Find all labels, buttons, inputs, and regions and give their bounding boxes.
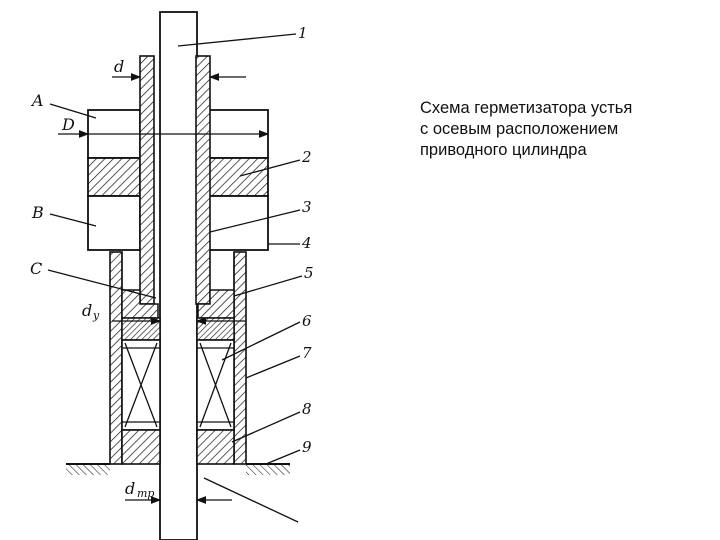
number-5: 5 — [304, 264, 314, 282]
label-B: B — [31, 203, 44, 222]
housing-wall-right — [233, 251, 247, 465]
label-A: A — [30, 91, 44, 110]
caption-line-3: приводного цилиндра — [420, 141, 587, 159]
bottom-bushing-right — [196, 429, 235, 465]
label-d: d — [114, 57, 124, 76]
packing-left — [121, 339, 161, 431]
label-dtr: d — [125, 479, 135, 498]
number-9: 9 — [302, 438, 312, 456]
bottom-bushing-left — [121, 429, 161, 465]
number-6: 6 — [302, 312, 312, 330]
number-2: 2 — [301, 148, 312, 166]
number-3: 3 — [302, 198, 312, 216]
lower-chamber-right — [207, 195, 269, 251]
sleeve-left — [139, 55, 155, 305]
housing-wall-left — [109, 251, 123, 465]
piston-right — [207, 157, 269, 197]
piston-left — [87, 157, 141, 197]
label-dy-sub: у — [92, 309, 100, 322]
number-1: 1 — [298, 24, 308, 42]
caption-line-1: Схема герметизатора устья — [420, 99, 633, 117]
number-8: 8 — [302, 400, 312, 418]
label-D: D — [61, 115, 75, 134]
center-rod — [159, 11, 198, 540]
label-C: C — [30, 259, 42, 278]
caption-line-2: с осевым расположением — [420, 120, 619, 138]
sleeve-right — [195, 55, 211, 305]
packing-right — [196, 339, 235, 431]
label-dtr-sub: тр — [137, 487, 154, 500]
label-dy: d — [82, 301, 92, 320]
diagram-caption: Схема герметизатора устья с осевым распо… — [420, 98, 700, 161]
number-4: 4 — [301, 234, 312, 252]
lower-chamber-left — [87, 195, 141, 251]
number-7: 7 — [302, 344, 312, 362]
